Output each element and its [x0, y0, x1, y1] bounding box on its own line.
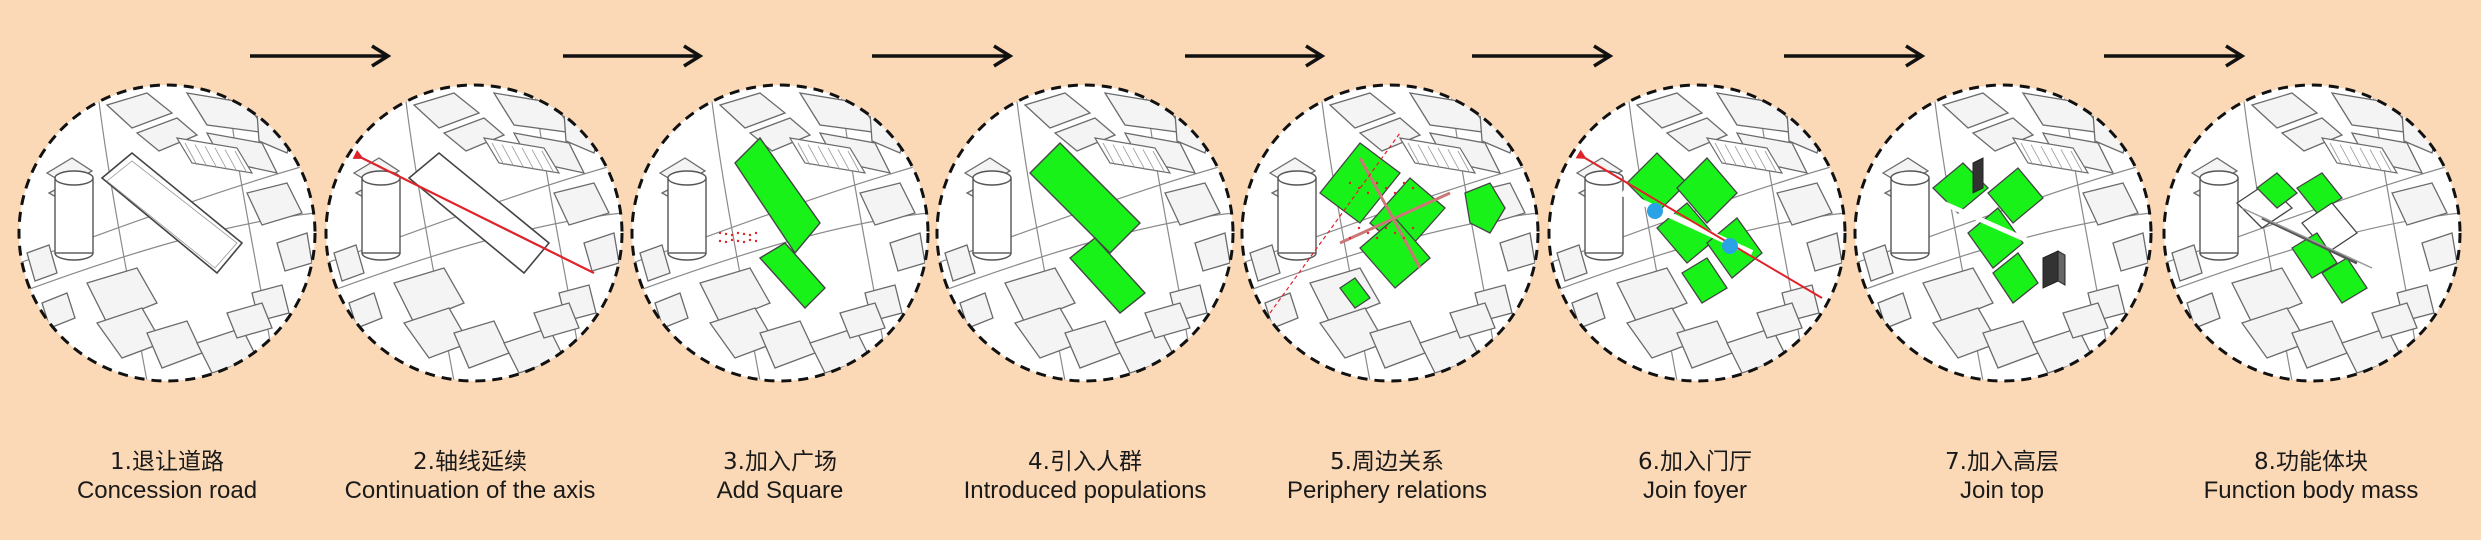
- step-label-7: 7.加入高层 Join top: [1852, 448, 2152, 506]
- step-label-1: 1.退让道路 Concession road: [17, 448, 317, 506]
- step-label-8: 8.功能体块 Function body mass: [2161, 448, 2461, 506]
- step-label-3: 3.加入广场 Add Square: [630, 448, 930, 506]
- step-title-en: Join top: [1959, 477, 2045, 504]
- step-title-zh: 6.加入门厅: [1638, 449, 1752, 475]
- right-arrow-icon: [1472, 44, 1614, 68]
- step-site-diagram-8: [2162, 83, 2462, 383]
- step-site-diagram-5: [1240, 83, 1540, 383]
- step-title-zh: 7.加入高层: [1945, 449, 2059, 475]
- step-label-4: 4.引入人群 Introduced populations: [935, 448, 1235, 506]
- step-title-en: Introduced populations: [963, 477, 1207, 504]
- step-label-2: 2.轴线延续 Continuation of the axis: [320, 448, 620, 506]
- step-title-zh: 3.加入广场: [723, 449, 837, 475]
- step-title-zh: 1.退让道路: [110, 449, 224, 475]
- right-arrow-icon: [2104, 44, 2246, 68]
- step-site-diagram-4: [935, 83, 1235, 383]
- step-title-en: Function body mass: [2203, 477, 2419, 504]
- right-arrow-icon: [563, 44, 704, 68]
- step-title-zh: 2.轴线延续: [413, 449, 527, 475]
- step-site-diagram-1: [17, 83, 317, 383]
- step-title-zh: 4.引入人群: [1028, 449, 1142, 475]
- right-arrow-icon: [1185, 44, 1326, 68]
- step-title-zh: 8.功能体块: [2254, 449, 2368, 475]
- step-label-5: 5.周边关系 Periphery relations: [1237, 448, 1537, 506]
- step-title-en: Add Square: [716, 477, 844, 504]
- step-title-en: Continuation of the axis: [344, 477, 596, 504]
- step-site-diagram-2: [324, 83, 624, 383]
- right-arrow-icon: [872, 44, 1014, 68]
- step-site-diagram-3: [630, 83, 930, 383]
- right-arrow-icon: [1784, 44, 1926, 68]
- step-title-zh: 5.周边关系: [1330, 449, 1444, 475]
- step-site-diagram-6: [1547, 83, 1847, 383]
- step-title-en: Periphery relations: [1286, 477, 1488, 504]
- step-title-en: Concession road: [76, 477, 258, 504]
- right-arrow-icon: [250, 44, 392, 68]
- step-label-6: 6.加入门厅 Join foyer: [1545, 448, 1845, 506]
- step-site-diagram-7: [1853, 83, 2153, 383]
- step-title-en: Join foyer: [1642, 477, 1748, 504]
